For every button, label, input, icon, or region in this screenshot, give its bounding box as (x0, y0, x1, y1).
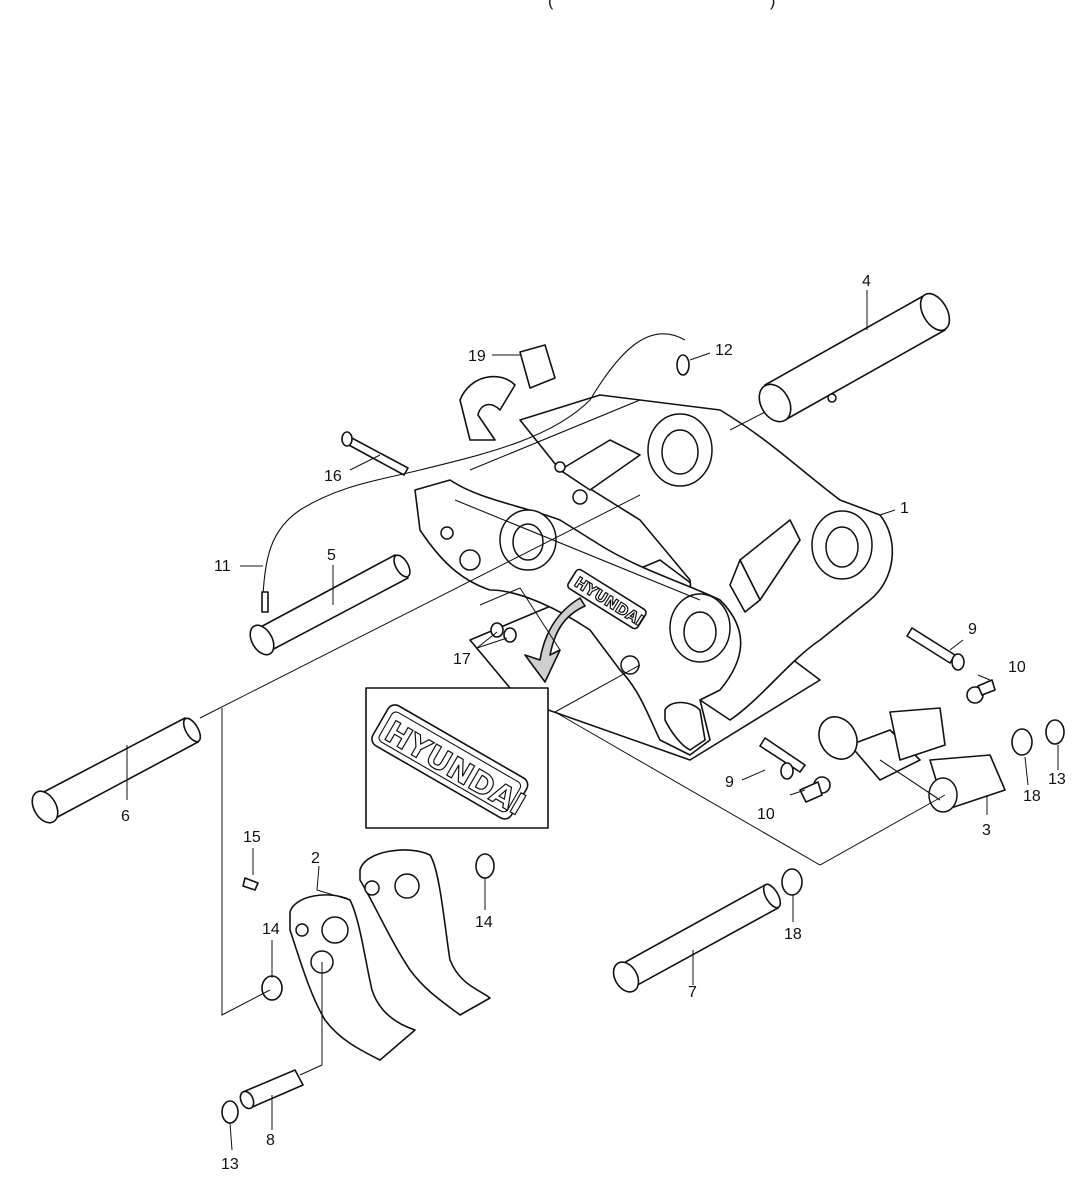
callout-11: 11 (214, 558, 231, 575)
hook-plate-2 (289, 849, 491, 1061)
callout-18-right: 18 (1023, 788, 1041, 805)
callout-18-lower: 18 (784, 926, 802, 943)
callout-14-right: 14 (475, 914, 493, 931)
callout-12: 12 (715, 342, 733, 359)
bolt-9-upper (906, 627, 965, 671)
callout-9-upper: 9 (968, 621, 977, 638)
header-fragment-right: ) (770, 0, 775, 10)
oring-14-right (475, 853, 495, 879)
pin-8 (239, 1069, 304, 1110)
pin-5 (249, 554, 411, 656)
oring-13-right (1045, 719, 1065, 745)
header-fragment-left: ( (548, 0, 554, 10)
logo-detail-box: HYUNDAI (365, 597, 586, 829)
nuts-17 (490, 622, 517, 643)
callout-1: 1 (900, 500, 909, 517)
callout-10-lower: 10 (757, 806, 775, 823)
coupler-frame: HYUNDAI (414, 375, 894, 761)
callout-17: 17 (453, 651, 471, 668)
oring-14-left (261, 975, 283, 1001)
callout-16: 16 (324, 468, 342, 485)
pin-6 (31, 717, 202, 824)
bolt-9-lower (759, 737, 806, 780)
fitting-10-upper (966, 679, 996, 704)
oring-18-lower (781, 868, 803, 896)
pin-7 (612, 883, 782, 993)
oring-18-right (1011, 728, 1033, 756)
clip-19 (519, 344, 556, 389)
callout-14-left: 14 (262, 921, 280, 938)
callout-13-right: 13 (1048, 771, 1066, 788)
callout-9-lower: 9 (725, 774, 734, 791)
callout-6: 6 (121, 808, 130, 825)
grease-nipple-15 (242, 877, 259, 891)
fitting-10-lower (799, 776, 831, 803)
wire-end-11 (261, 591, 269, 613)
wire-rope-11 (262, 333, 686, 596)
callout-2: 2 (311, 850, 320, 867)
callout-5: 5 (327, 547, 336, 564)
pin-12 (676, 354, 690, 376)
callout-8: 8 (266, 1132, 275, 1149)
callout-4: 4 (862, 273, 871, 290)
callout-10-upper: 10 (1008, 659, 1026, 676)
callout-13-left: 13 (221, 1156, 239, 1173)
callout-7: 7 (688, 984, 697, 1001)
callout-3: 3 (982, 822, 991, 839)
callout-19: 19 (468, 348, 486, 365)
pin-4 (758, 292, 951, 423)
oring-13-left (221, 1100, 239, 1124)
callout-15: 15 (243, 829, 261, 846)
cylinder-3 (818, 707, 1006, 813)
